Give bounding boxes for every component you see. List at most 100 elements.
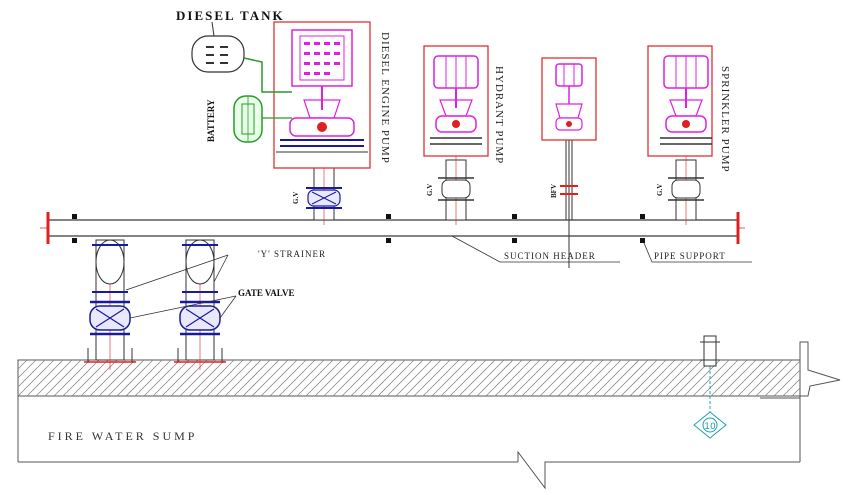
pipe-support-2 (72, 238, 77, 243)
hatch-line (368, 359, 406, 397)
hatch-line (692, 359, 730, 397)
hatch-line (431, 359, 469, 397)
hatch-line (359, 359, 397, 397)
level-instrument-body (703, 335, 717, 367)
hatch-line (557, 359, 595, 397)
diesel-engine-pump-label: DIESEL ENGINE PUMP (379, 32, 391, 164)
sprinkler-pump-label: SPRINKLER PUMP (719, 66, 731, 173)
hatch-line (332, 359, 370, 397)
callout-y-strainer-2 (213, 254, 229, 283)
hatch-line (17, 359, 55, 397)
hatch-line (764, 360, 801, 397)
level-tag-diamond (693, 411, 727, 439)
y-strainer-2 (185, 239, 215, 285)
gate-valve-1 (89, 300, 131, 336)
hydrant-pump-label: HYDRANT PUMP (493, 66, 505, 164)
riser-sprinkler: G.V (656, 150, 704, 225)
riser-diesel: G.V (292, 150, 342, 225)
hatch-line (341, 359, 379, 397)
hatch-line (107, 359, 145, 397)
hatch-line (377, 359, 415, 397)
gate-valve-2 (179, 300, 221, 336)
hatch-line (476, 359, 514, 397)
hatch-line (350, 359, 388, 397)
hatch-line (620, 359, 658, 397)
hatch-line (782, 378, 801, 397)
sump-break-right (799, 341, 841, 397)
callout-suction-header (451, 235, 620, 263)
pipe-support-7 (640, 214, 645, 219)
sprinkler-pump: SPRINKLER PUMP (647, 45, 731, 173)
gate-valve-diesel (306, 187, 342, 209)
battery: BATTERY (206, 95, 292, 143)
fire-water-sump: FIRE WATER SUMP (17, 341, 841, 490)
hatch-line (440, 359, 478, 397)
sump-hatch-lines (17, 359, 801, 397)
hatch-line (17, 359, 37, 379)
hatch-line (170, 359, 208, 397)
pipe-support-5 (512, 214, 517, 219)
hatch-line (152, 359, 190, 397)
hatch-line (602, 359, 640, 397)
hatch-line (71, 359, 109, 397)
hatch-line (125, 359, 163, 397)
hatch-line (287, 359, 325, 397)
hatch-line (746, 359, 784, 397)
hatch-line (143, 359, 181, 397)
hatch-line (449, 359, 487, 397)
sump-break-bottom (517, 450, 800, 490)
hatch-line (458, 359, 496, 397)
hatch-line (503, 359, 541, 397)
hatch-line (656, 359, 694, 397)
header-pipe (47, 219, 739, 237)
hatch-line (35, 359, 73, 397)
gv-label-2: G.V (426, 184, 434, 196)
hatch-line (755, 359, 793, 397)
suction-drop-1 (84, 239, 136, 370)
riser-jocky: BFV (550, 140, 578, 268)
gate-valve-label: GATE VALVE (238, 288, 294, 298)
hatch-line (116, 359, 154, 397)
y-strainer-1 (95, 239, 125, 285)
pipe-support-3 (386, 214, 391, 219)
callouts (125, 235, 752, 319)
hatch-line (467, 359, 505, 397)
hatch-line (17, 359, 46, 388)
battery-label: BATTERY (206, 99, 216, 142)
hatch-line (395, 359, 433, 397)
hatch-line (647, 359, 685, 397)
hatch-line (485, 359, 523, 397)
hatch-line (638, 359, 676, 397)
hatch-line (539, 359, 577, 397)
hatch-line (62, 359, 100, 397)
hatch-line (566, 359, 604, 397)
suction-header (40, 212, 745, 244)
hatch-line (611, 359, 649, 397)
pipe-supports (72, 214, 645, 243)
hatch-line (296, 359, 334, 397)
gate-valve-sprinkler (668, 177, 704, 201)
hatch-line (737, 359, 775, 397)
hatch-line (305, 359, 343, 397)
hatch-line (719, 359, 757, 397)
suction-header-label: SUCTION HEADER (504, 251, 596, 261)
hatch-line (224, 359, 262, 397)
hatch-line (773, 369, 801, 397)
pipe-support-4 (386, 238, 391, 243)
diesel-tank-callout (211, 21, 215, 37)
hatch-line (404, 359, 442, 397)
callout-pipe-support (643, 242, 752, 263)
hatch-line (260, 359, 298, 397)
level-tag-circle (702, 417, 718, 433)
callout-y-strainer-1 (125, 254, 229, 291)
callout-gate-valve-2 (219, 295, 237, 319)
gv-label-3: G.V (656, 184, 664, 196)
hatch-line (197, 359, 235, 397)
sump-slab-hatch (17, 359, 801, 397)
diesel-engine-pump: DIESEL ENGINE PUMP (273, 21, 391, 169)
hatch-line (53, 359, 91, 397)
bfv-valve (560, 185, 578, 195)
hatch-line (494, 359, 532, 397)
level-tag-label: 10 (704, 422, 716, 432)
